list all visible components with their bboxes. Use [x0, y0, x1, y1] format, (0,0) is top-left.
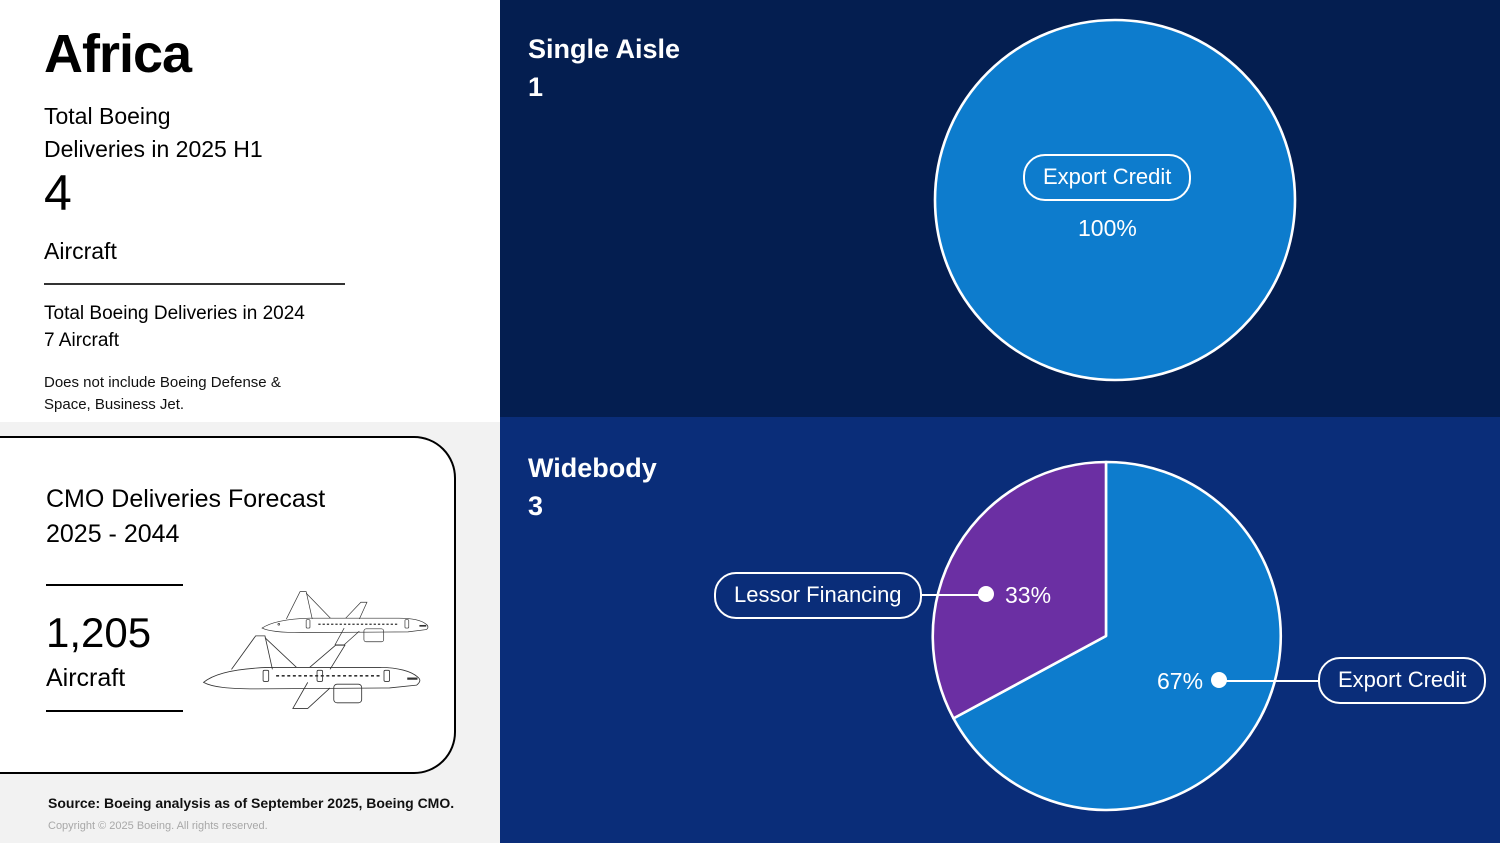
page-title: Africa [44, 24, 192, 84]
forecast-value: 1,205 [46, 609, 152, 656]
widebody-panel: Widebody 3 Lessor Financing 33% 67% Expo… [500, 417, 1500, 843]
pie-value-export-credit: 67% [1157, 668, 1204, 694]
leader-line-export-credit [1225, 680, 1320, 682]
single-aisle-title: Single Aisle [528, 34, 681, 64]
leader-dot-export-credit [1211, 672, 1227, 688]
forecast-title: CMO Deliveries Forecast 2025 - 2044 [46, 485, 326, 548]
pie-value-lessor-financing: 33% [1005, 582, 1052, 608]
forecast-unit: Aircraft [46, 664, 126, 692]
widebody-count: 3 [528, 491, 544, 522]
pie-label-lessor-financing: Lessor Financing [714, 572, 922, 620]
widebody-pie-chart [931, 460, 1283, 812]
summary-divider [44, 283, 345, 285]
copyright-note: Copyright © 2025 Boeing. All rights rese… [48, 820, 268, 832]
single-aisle-heading: Single Aisle 1 [528, 30, 680, 107]
forecast-panel: CMO Deliveries Forecast 2025 - 2044 1,20… [0, 422, 500, 843]
pie-label-export-credit: Export Credit [1023, 154, 1192, 202]
region-summary-panel: Africa Total Boeing Deliveries in 2025 H… [0, 0, 500, 422]
leader-line-lessor-financing [920, 594, 986, 596]
summary-subtitle: Total Boeing Deliveries in 2025 H1 [44, 103, 263, 163]
pie-slice-export-credit [952, 460, 1283, 812]
single-aisle-count: 1 [528, 72, 544, 103]
widebody-title: Widebody [528, 453, 657, 483]
summary-deliveries-unit: Aircraft [44, 238, 117, 264]
widebody-heading: Widebody 3 [528, 449, 657, 526]
pie-slice-lessor-financing [931, 460, 1108, 720]
left-column: Africa Total Boeing Deliveries in 2025 H… [0, 0, 500, 843]
summary-footnote: Does not include Boeing Defense & Space,… [44, 374, 281, 413]
cmo-forecast-card: CMO Deliveries Forecast 2025 - 2044 1,20… [0, 436, 456, 774]
forecast-divider-bottom [46, 710, 183, 712]
pie-label-export-credit: Export Credit [1318, 657, 1487, 705]
summary-prior-year: Total Boeing Deliveries in 2024 7 Aircra… [44, 303, 305, 351]
summary-deliveries-value: 4 [44, 165, 72, 221]
single-aisle-panel: Single Aisle 1 Export Credit 100% [500, 0, 1500, 417]
two-aircraft-side-profile-icon [198, 578, 448, 728]
source-note: Source: Boeing analysis as of September … [48, 795, 455, 811]
pie-value-export-credit: 100% [1078, 215, 1137, 241]
forecast-divider-top [46, 584, 183, 586]
leader-dot-lessor-financing [978, 586, 994, 602]
